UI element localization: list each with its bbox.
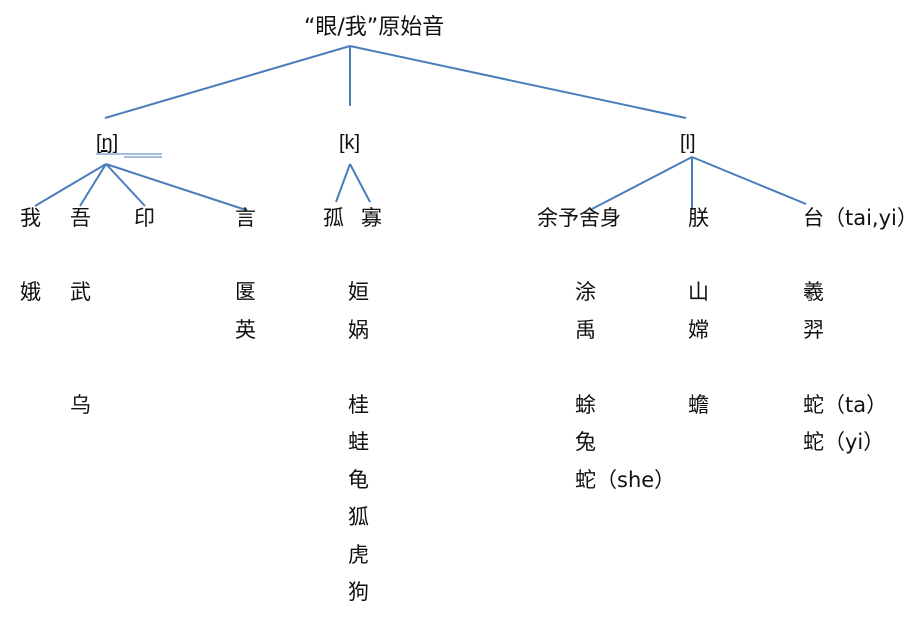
node-yan: 言 [235, 206, 256, 230]
node-tai: 台（tai,yi） [803, 206, 915, 230]
list-item: 娲 [348, 317, 369, 342]
list-item: 禹 [575, 317, 596, 342]
branch-ng: [ŋ] [96, 132, 119, 154]
list-item: 兔 [575, 430, 596, 454]
list-item: 羿 [803, 317, 824, 342]
node-gua: 寡 [361, 206, 382, 230]
column-yan: 匽 英 [235, 274, 256, 349]
list-item: 虎 [348, 542, 369, 567]
node-wo: 我 [20, 206, 41, 230]
column-yu: 涂 禹 蜍 兔 蛇（she） [575, 274, 675, 499]
root-title: “眼/我”原始音 [304, 15, 445, 40]
node-wu: 吾 [70, 206, 91, 230]
node-zhen: 朕 [688, 206, 709, 230]
edge-root-ng [104, 45, 351, 119]
column-k: 姮 娲 桂 蛙 龟 狐 虎 狗 [348, 274, 369, 612]
edge-l-tai [691, 156, 807, 205]
list-item: 嫦 [688, 317, 709, 342]
edge-ng-wu [79, 163, 107, 207]
list-item: 蛇（ta） [803, 392, 888, 417]
node-yin: 印 [134, 206, 155, 230]
edge-k-gu [335, 163, 351, 203]
list-item: 姮 [348, 280, 369, 304]
list-item: 娥 [20, 280, 41, 304]
list-item: 蛙 [348, 430, 369, 454]
list-item: 武 [70, 280, 91, 304]
node-yu-she: 余予舍身 [537, 206, 621, 230]
list-item: 蟾 [688, 392, 709, 417]
edge-ng-yan [105, 163, 247, 211]
branch-l: [l] [680, 132, 696, 154]
edge-ng-yin [105, 163, 146, 207]
column-wu: 武 乌 [70, 274, 91, 424]
edge-l-yu [589, 156, 693, 211]
list-item: 英 [235, 317, 256, 342]
list-item: 山 [688, 280, 709, 304]
list-item: 涂 [575, 280, 596, 304]
branch-k: [k] [339, 132, 361, 154]
column-wo: 娥 [20, 274, 41, 312]
list-item: 羲 [803, 280, 824, 304]
list-item: 蛇（yi） [803, 430, 885, 454]
list-item: 龟 [348, 467, 369, 492]
list-item: 乌 [70, 392, 91, 417]
edge-root-l [349, 45, 687, 119]
list-item: 蜍 [575, 392, 596, 417]
list-item: 狐 [348, 505, 369, 529]
edge-ng-wo [34, 163, 107, 207]
node-gu: 孤 [323, 206, 344, 230]
list-item: 桂 [348, 392, 369, 417]
column-tai: 羲 羿 蛇（ta） 蛇（yi） [803, 274, 887, 462]
column-zhen: 山 嫦 蟾 [688, 274, 709, 424]
list-item: 匽 [235, 280, 256, 304]
list-item: 狗 [348, 580, 369, 604]
list-item: 蛇（she） [575, 467, 676, 492]
edge-k-gua [349, 163, 371, 203]
